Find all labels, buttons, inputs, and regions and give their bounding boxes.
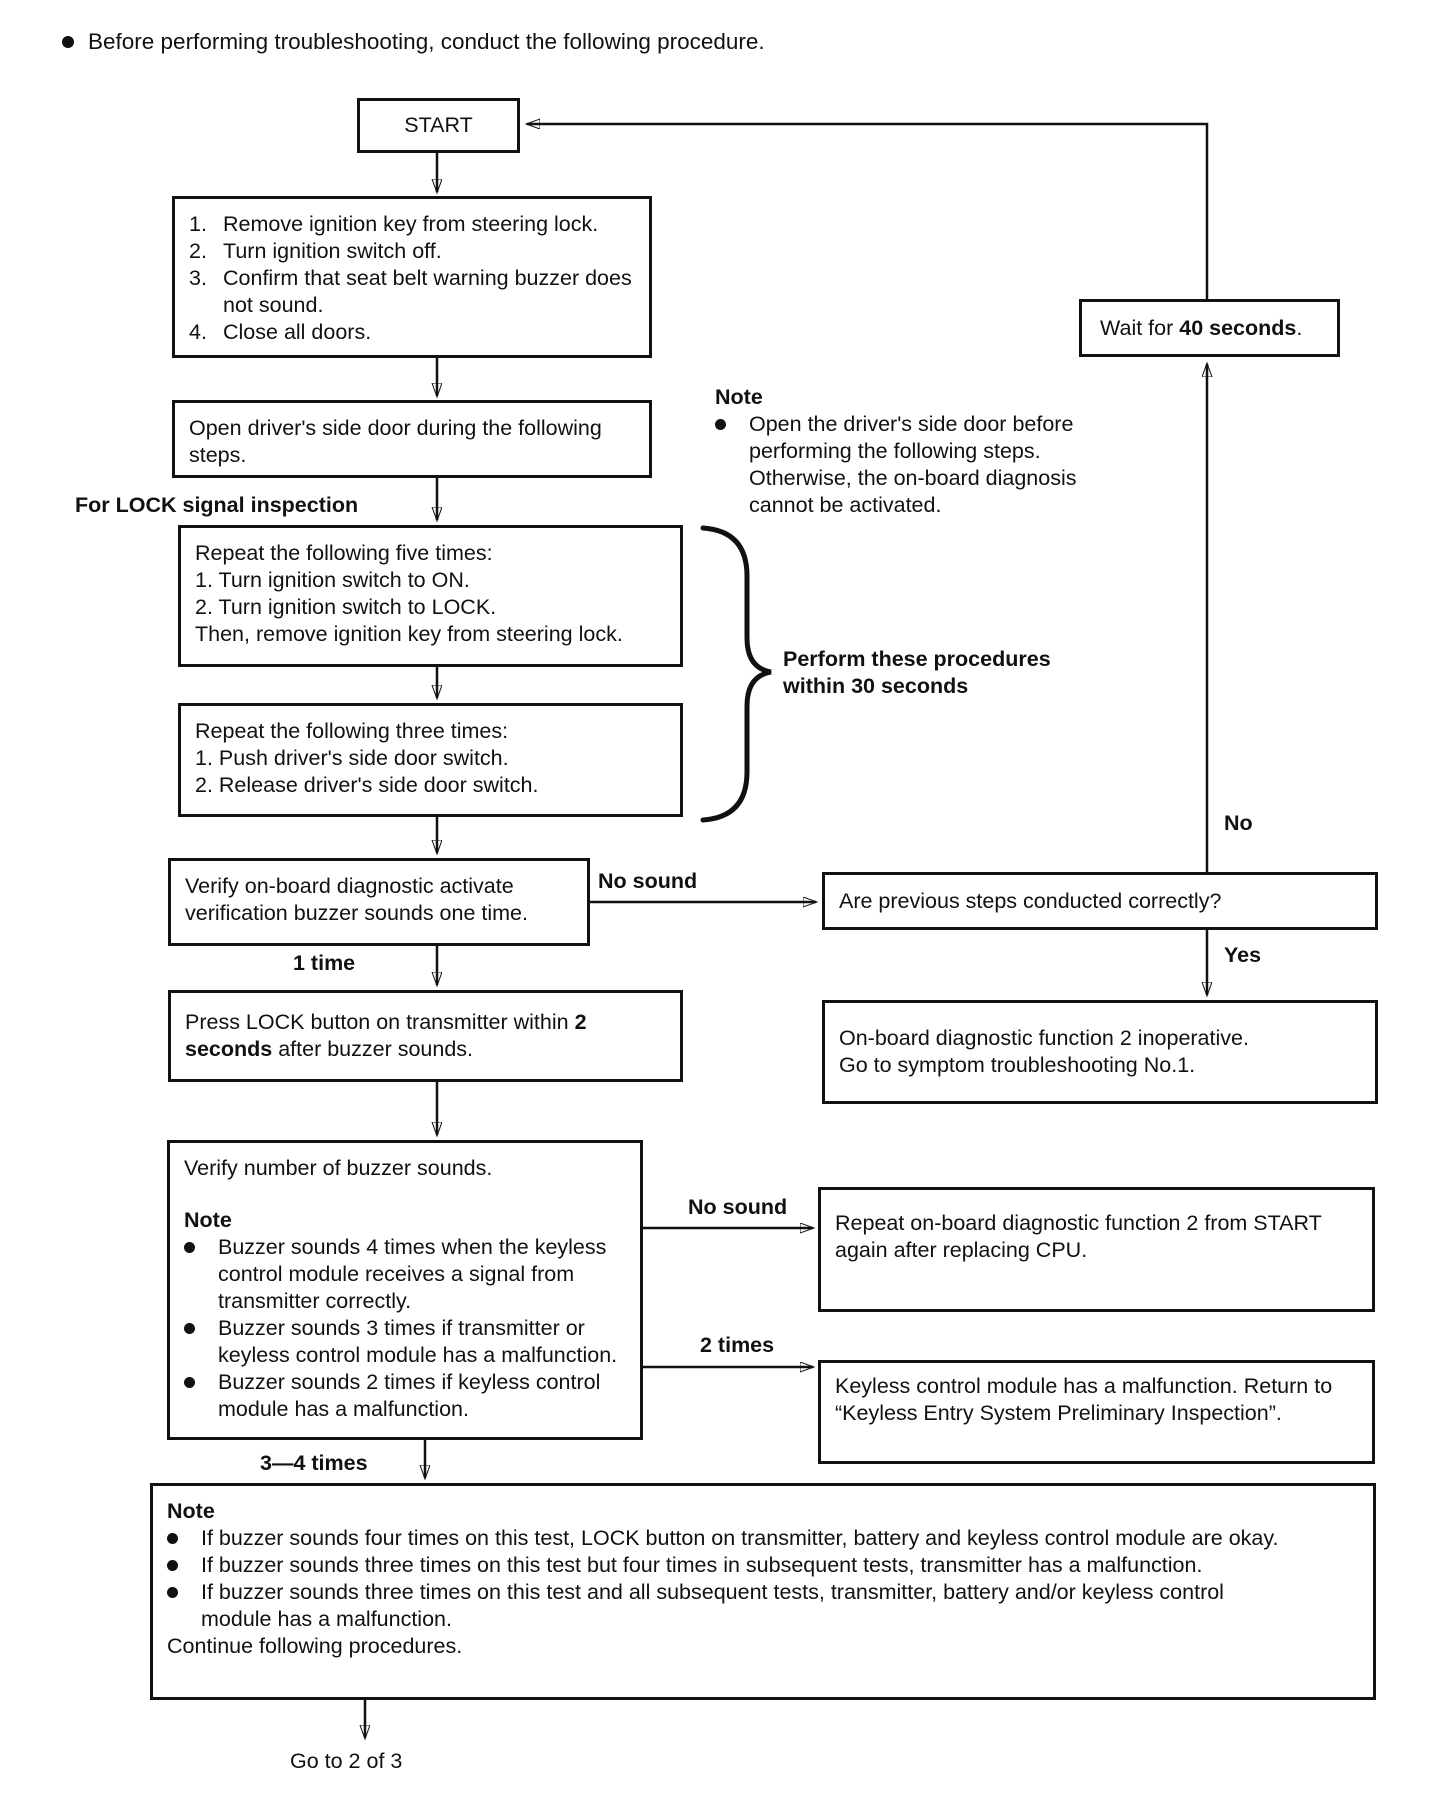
prep-step: 3. Confirm that seat belt warning buzzer… (189, 265, 635, 319)
prep-step-text: Close all doors. (223, 320, 372, 344)
bullet-icon (184, 1315, 218, 1369)
goto-label: Go to 2 of 3 (290, 1749, 403, 1773)
final-note-footer: Continue following procedures. (167, 1634, 463, 1658)
final-note-bullet: If buzzer sounds three times on this tes… (167, 1579, 1359, 1633)
edge-label-no-sound-bottom: No sound (688, 1195, 788, 1219)
node-start-label: START (404, 113, 473, 137)
final-note-bullet: If buzzer sounds four times on this test… (167, 1525, 1359, 1552)
note-open-door-label: Note (715, 385, 763, 409)
edge-label-no-sound-top: No sound (598, 869, 698, 893)
prep-step-number: 3. (189, 266, 207, 290)
node-start: START (357, 98, 520, 153)
node-open-door: Open driver's side door during the follo… (172, 400, 652, 478)
prep-step-text: Confirm that seat belt warning buzzer do… (223, 266, 632, 317)
node-verify-buzzer-count-title: Verify number of buzzer sounds. (184, 1156, 493, 1180)
note-open-door: Note Open the driver's side door before … (715, 384, 1135, 519)
node-open-door-text: Open driver's side door during the follo… (189, 416, 602, 467)
repeat-five-line: Then, remove ignition key from steering … (195, 622, 623, 646)
edge-label-yes: Yes (1224, 943, 1262, 967)
prep-step-number: 2. (189, 239, 207, 263)
node-replace-cpu-text: Repeat on-board diagnostic function 2 fr… (835, 1211, 1322, 1262)
verify-count-bullet-text: Buzzer sounds 3 times if transmitter or … (218, 1316, 618, 1367)
press-lock-pre: Press LOCK button on transmitter within (185, 1010, 575, 1034)
verify-count-bullet: Buzzer sounds 4 times when the keyless c… (184, 1234, 626, 1315)
edge-label-two-times: 2 times (700, 1333, 775, 1357)
press-lock-bold: 2 seconds (185, 1010, 587, 1061)
prep-step-text: Remove ignition key from steering lock. (223, 212, 599, 236)
brace-annotation-line1: Perform these procedures (783, 647, 1051, 671)
node-press-lock-button: Press LOCK button on transmitter within … (168, 990, 683, 1082)
intro-text: Before performing troubleshooting, condu… (88, 29, 765, 54)
node-function2-inoperative-line1: On-board diagnostic function 2 inoperati… (839, 1026, 1249, 1050)
brace-30-seconds (700, 525, 772, 823)
final-note-bullet-text: If buzzer sounds three times on this tes… (201, 1580, 1224, 1631)
prep-step-text: Turn ignition switch off. (223, 239, 442, 263)
node-keyless-malfunction: Keyless control module has a malfunction… (818, 1360, 1375, 1464)
brace-annotation: Perform these procedures within 30 secon… (783, 646, 1051, 700)
final-note-label: Note (167, 1499, 215, 1523)
edge-label-three-four-times: 3—4 times (260, 1451, 368, 1475)
verify-count-bullet: Buzzer sounds 2 times if keyless control… (184, 1369, 626, 1423)
edge-label-no: No (1224, 811, 1253, 835)
bullet-icon (167, 1525, 201, 1552)
node-function2-inoperative-line2: Go to symptom troubleshooting No.1. (839, 1053, 1196, 1077)
node-repeat-three-times: Repeat the following three times: 1. Pus… (178, 703, 683, 817)
prep-step-number: 4. (189, 320, 207, 344)
prep-step-number: 1. (189, 212, 207, 236)
node-wait-40-seconds: Wait for 40 seconds. (1079, 299, 1340, 357)
node-repeat-five-times: Repeat the following five times: 1. Turn… (178, 525, 683, 667)
bullet-icon (715, 411, 749, 519)
wait-text-pre: Wait for (1100, 315, 1180, 340)
final-note-bullet-text: If buzzer sounds four times on this test… (201, 1526, 1279, 1550)
wait-text-post: . (1296, 315, 1303, 340)
verify-count-bullet: Buzzer sounds 3 times if transmitter or … (184, 1315, 626, 1369)
verify-count-bullet-text: Buzzer sounds 2 times if keyless control… (218, 1370, 601, 1421)
node-prev-steps-correct: Are previous steps conducted correctly? (822, 872, 1378, 930)
press-lock-post: after buzzer sounds. (272, 1037, 474, 1061)
verify-count-note-label: Note (184, 1208, 232, 1232)
verify-count-bullet-text: Buzzer sounds 4 times when the keyless c… (218, 1235, 607, 1313)
final-note-bullet: If buzzer sounds three times on this tes… (167, 1552, 1359, 1579)
node-replace-cpu: Repeat on-board diagnostic function 2 fr… (818, 1187, 1375, 1312)
repeat-five-line: Repeat the following five times: (195, 541, 493, 565)
repeat-three-line: 2. Release driver's side door switch. (195, 773, 539, 797)
prep-step: 4. Close all doors. (189, 319, 635, 346)
prep-step: 2. Turn ignition switch off. (189, 238, 635, 265)
note-open-door-text: Open the driver's side door before perfo… (749, 412, 1077, 517)
node-function2-inoperative: On-board diagnostic function 2 inoperati… (822, 1000, 1378, 1104)
repeat-five-line: 2. Turn ignition switch to LOCK. (195, 595, 497, 619)
bullet-icon (167, 1552, 201, 1579)
wait-text-bold: 40 seconds (1179, 315, 1297, 340)
repeat-five-line: 1. Turn ignition switch to ON. (195, 568, 470, 592)
final-note-bullet-text: If buzzer sounds three times on this tes… (201, 1553, 1203, 1577)
intro-bullet-icon (62, 36, 74, 48)
prep-step: 1. Remove ignition key from steering loc… (189, 211, 635, 238)
repeat-three-line: Repeat the following three times: (195, 719, 509, 743)
node-prev-steps-correct-text: Are previous steps conducted correctly? (839, 888, 1222, 913)
repeat-three-line: 1. Push driver's side door switch. (195, 746, 509, 770)
arrow-wait-to-start (527, 124, 1209, 299)
bullet-icon (184, 1369, 218, 1423)
brace-annotation-line2: within 30 seconds (783, 674, 969, 698)
node-keyless-malfunction-text: Keyless control module has a malfunction… (835, 1374, 1333, 1425)
note-open-door-item: Open the driver's side door before perfo… (715, 411, 1135, 519)
edge-label-one-time: 1 time (293, 951, 356, 975)
for-lock-signal-label: For LOCK signal inspection (75, 493, 359, 517)
node-verify-buzzer-count: Verify number of buzzer sounds. Note Buz… (167, 1140, 643, 1440)
node-verify-buzzer-once-text: Verify on-board diagnostic activate veri… (185, 874, 528, 925)
bullet-icon (184, 1234, 218, 1315)
bullet-icon (167, 1579, 201, 1633)
spacer (184, 1182, 626, 1207)
node-final-note: Note If buzzer sounds four times on this… (150, 1483, 1376, 1700)
node-preparation-steps: 1. Remove ignition key from steering loc… (172, 196, 652, 358)
node-verify-buzzer-once: Verify on-board diagnostic activate veri… (168, 858, 590, 946)
